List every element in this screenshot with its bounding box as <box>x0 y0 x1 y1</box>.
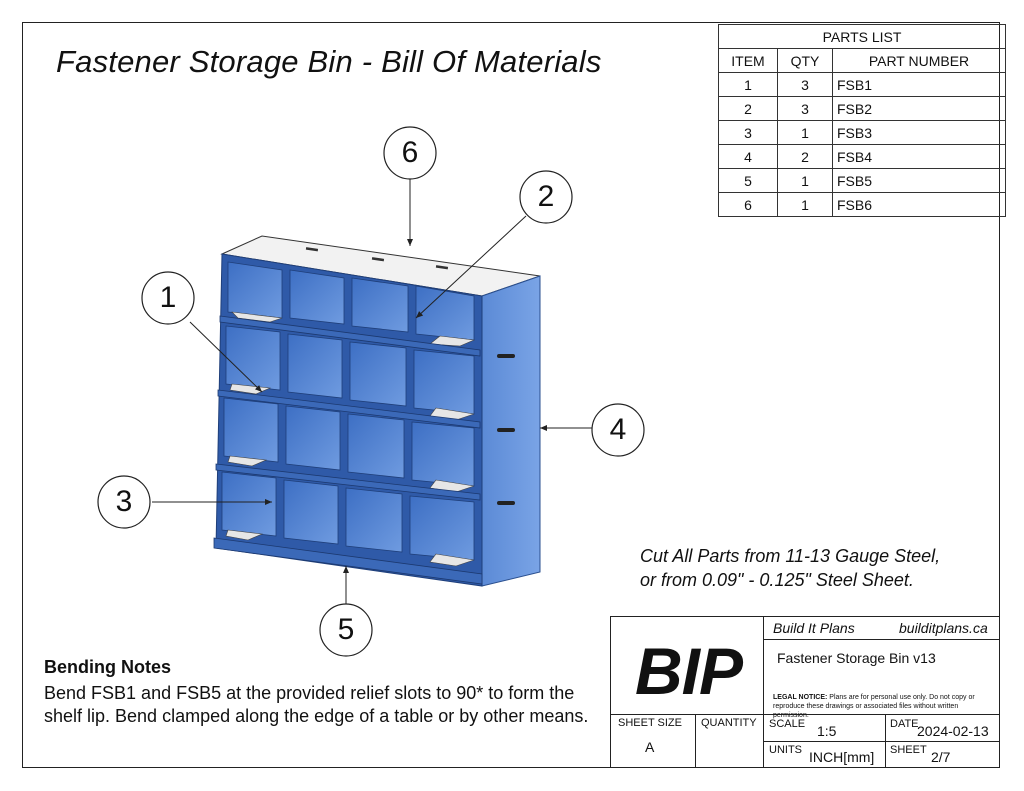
part-cell: FSB6 <box>832 192 1006 217</box>
part-cell: FSB5 <box>832 168 1006 193</box>
qty-cell: 1 <box>777 192 833 217</box>
legal-text: Plans are for personal use only. Do not … <box>773 694 975 719</box>
sheet-label: SHEET <box>890 744 927 756</box>
quantity-label: QUANTITY <box>701 717 757 729</box>
bending-notes-text: Bend FSB1 and FSB5 at the provided relie… <box>44 683 589 726</box>
callout-label-5: 5 <box>337 613 355 646</box>
callout-label-4: 4 <box>609 413 627 446</box>
units-value: INCH[mm] <box>809 749 875 765</box>
callout-label-2: 2 <box>537 180 555 213</box>
legal-notice: LEGAL NOTICE: Plans are for personal use… <box>773 693 995 720</box>
date-label: DATE <box>890 718 919 730</box>
callout-label-3: 3 <box>115 485 133 518</box>
drawing-name: Fastener Storage Bin v13 <box>777 650 936 666</box>
qty-cell: 2 <box>777 144 833 169</box>
cut-note: Cut All Parts from 11-13 Gauge Steel, or… <box>640 544 940 592</box>
item-cell: 4 <box>718 144 778 169</box>
units-label: UNITS <box>769 744 802 756</box>
item-cell: 2 <box>718 96 778 121</box>
callout-circle-6 <box>383 126 437 180</box>
cut-note-line-1: Cut All Parts from 11-13 Gauge Steel, <box>640 546 941 566</box>
legal-label: LEGAL NOTICE: <box>773 694 828 701</box>
callout-circle-1 <box>141 271 195 325</box>
side-tabs <box>497 354 515 505</box>
drawing-title: Fastener Storage Bin - Bill Of Materials <box>56 44 602 79</box>
part-cell: FSB4 <box>832 144 1006 169</box>
callout-circles <box>97 126 645 657</box>
scale-value: 1:5 <box>817 723 837 739</box>
leader-lines <box>152 179 592 604</box>
bip-logo: BIP <box>635 634 743 708</box>
part-cell: FSB1 <box>832 72 1006 97</box>
company-website: builditplans.ca <box>899 620 988 636</box>
callout-label-6: 6 <box>401 136 419 169</box>
callout-circle-2 <box>519 170 573 224</box>
top-slots <box>305 247 449 270</box>
cut-note-line-2: or from 0.09" - 0.125" Steel Sheet. <box>640 570 914 590</box>
sheet-size-label: SHEET SIZE <box>618 717 682 729</box>
callout-circle-5 <box>319 603 373 657</box>
sheet-value: 2/7 <box>931 749 951 765</box>
parts-header-qty: QTY <box>777 48 833 73</box>
company-name: Build It Plans <box>773 620 855 636</box>
callout-circle-4 <box>591 403 645 457</box>
scale-label: SCALE <box>769 718 806 730</box>
date-value: 2024-02-13 <box>917 723 989 739</box>
sheet-size-value: A <box>645 739 655 755</box>
part-cell: FSB3 <box>832 120 1006 145</box>
shelf-lips <box>213 315 483 585</box>
item-cell: 6 <box>718 192 778 217</box>
callout-label-1: 1 <box>159 281 177 314</box>
bending-notes-title: Bending Notes <box>44 657 172 677</box>
title-block: BIP Build It Plans builditplans.ca Faste… <box>610 616 1000 768</box>
drawing-frame <box>22 22 1000 768</box>
callout-circle-3 <box>97 475 151 529</box>
